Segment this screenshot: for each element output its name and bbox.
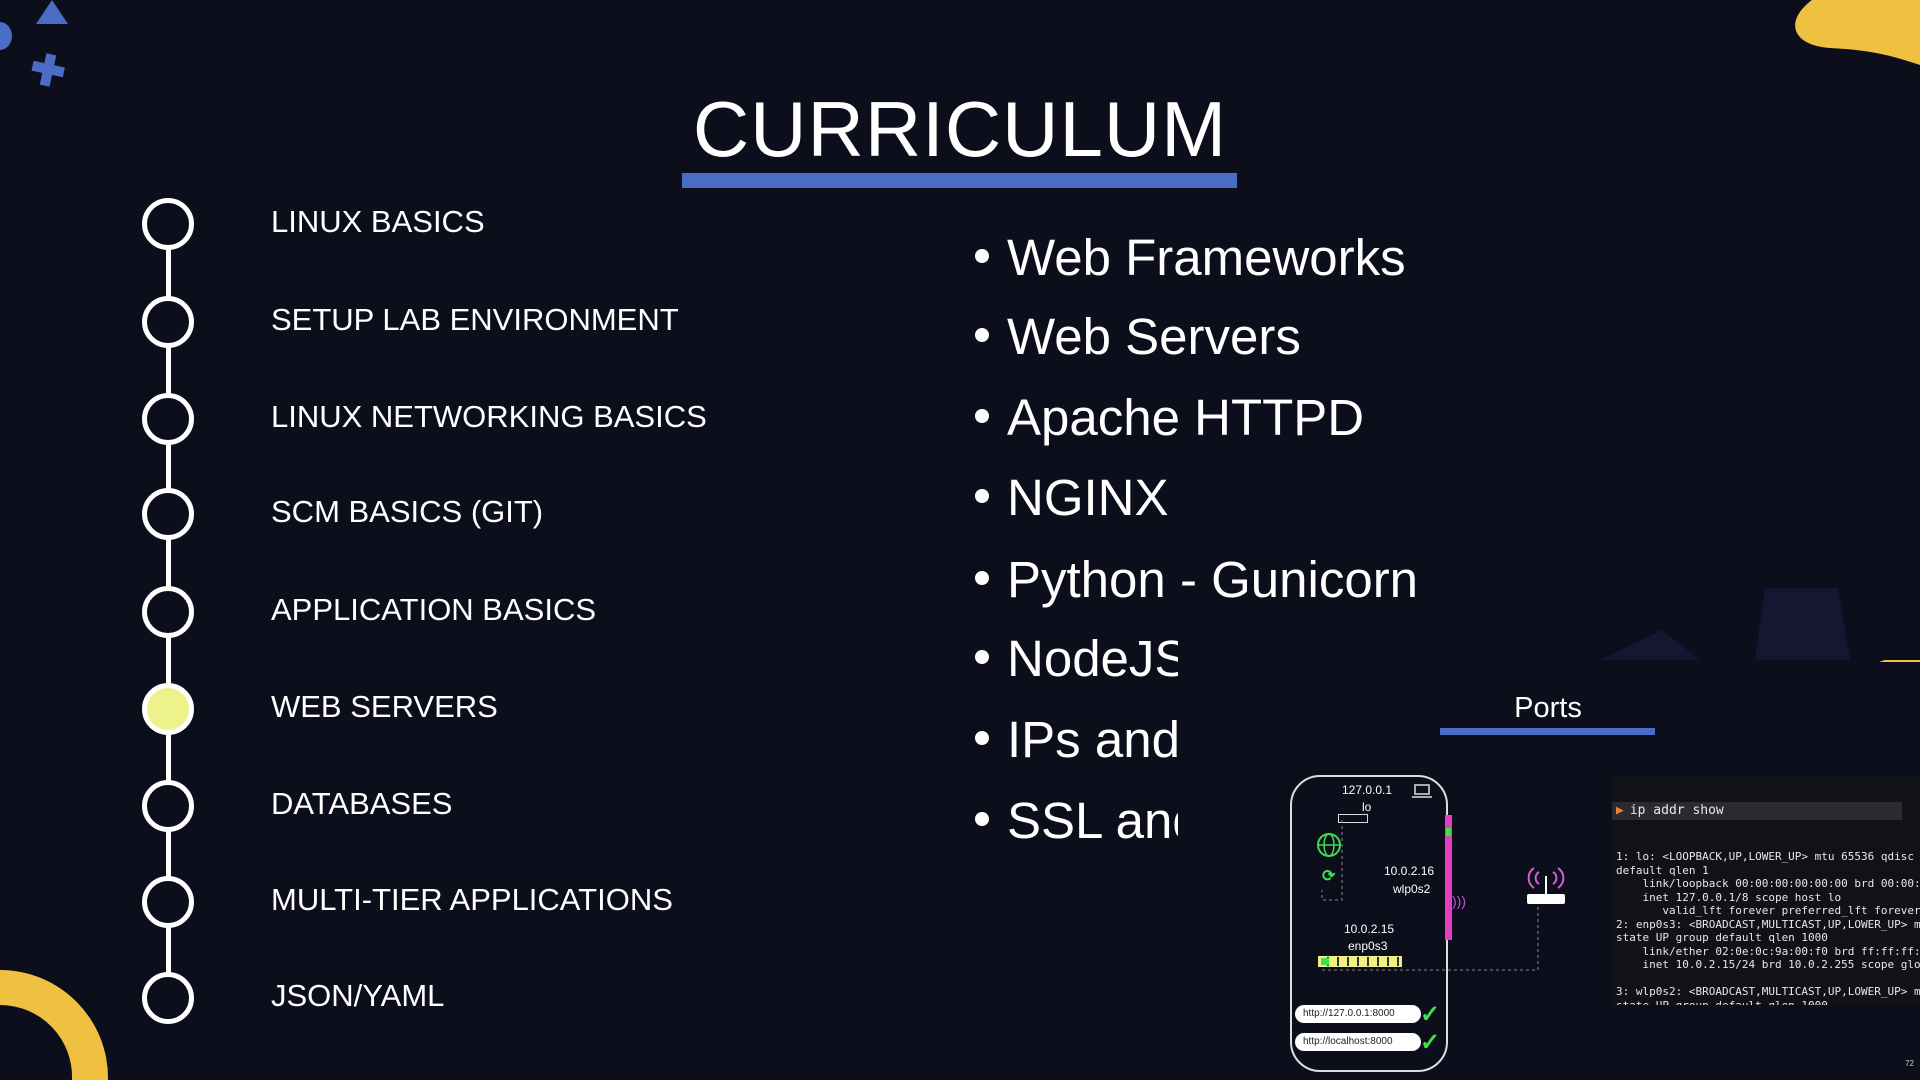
timeline-node	[142, 296, 194, 348]
timeline-node	[142, 876, 194, 928]
page-number: 72	[1905, 1059, 1914, 1068]
ports-underline	[1440, 728, 1655, 735]
router-icon	[1527, 867, 1565, 904]
terminal-line: inet 127.0.0.1/8 scope host lo	[1616, 890, 1842, 904]
enp-port-active	[1321, 958, 1329, 965]
timeline-node	[142, 198, 194, 250]
bullet-text: NGINX	[1007, 469, 1169, 526]
transition-mask	[1178, 640, 1378, 662]
bullet-item: NGINX	[975, 466, 1169, 530]
bullet-item: SSL and	[975, 789, 1201, 853]
bullet-text: Web Frameworks	[1007, 229, 1406, 286]
bullet-text: Python - Gunicorn	[1007, 551, 1419, 608]
mountain-shape	[1755, 588, 1850, 660]
bullet-dot	[975, 408, 989, 423]
bullet-dot	[975, 649, 989, 664]
check-icon: ✓	[1420, 1029, 1441, 1056]
prompt-arrow-icon: ▶	[1616, 803, 1624, 818]
timeline-node	[142, 488, 194, 540]
bullet-text: Apache HTTPD	[1007, 389, 1365, 446]
wlp-name: wlp0s2	[1393, 882, 1431, 896]
terminal-line: state UP group default qlen 1000	[1616, 931, 1828, 944]
terminal-line: link/loopback 00:00:00:00:00:00 brd 00:0…	[1642, 877, 1920, 890]
terminal-line: 1: lo: <LOOPBACK,UP,LOWER_UP> mtu 65536 …	[1616, 850, 1915, 863]
bullet-dot	[975, 488, 989, 503]
timeline-label: APPLICATION BASICS	[271, 592, 597, 627]
timeline-node	[142, 972, 194, 1024]
bullet-item: Python - Gunicorn	[975, 548, 1418, 612]
timeline-label: LINUX NETWORKING BASICS	[271, 399, 707, 434]
refresh-icon: ⟳	[1322, 868, 1336, 885]
lo-name: lo	[1362, 800, 1372, 814]
enp-ip: 10.0.2.15	[1344, 922, 1395, 936]
terminal-line	[1616, 972, 1916, 986]
terminal-line: valid_lft forever preferred_lft forever	[1616, 904, 1920, 917]
lo-interface	[1338, 814, 1368, 823]
enp-interface-bar	[1318, 956, 1402, 967]
check-icon: ✓	[1420, 1001, 1441, 1028]
url-loopback: http://127.0.0.1:8000	[1295, 1005, 1421, 1023]
page-title: CURRICULUM	[692, 85, 1228, 173]
bullet-text: IPs and	[1007, 711, 1180, 768]
timeline-node	[142, 683, 194, 735]
bullet-dot	[975, 730, 989, 745]
yellow-ring-bottom-left	[0, 970, 109, 1080]
bullet-dot	[975, 248, 989, 263]
terminal-command: ip addr show	[1629, 803, 1724, 818]
url-localhost: http://localhost:8000	[1295, 1033, 1421, 1051]
wlp-ip: 10.0.2.16	[1384, 864, 1435, 878]
terminal-line: default qlen 1	[1616, 863, 1709, 877]
timeline-label: SCM BASICS (GIT)	[271, 494, 544, 529]
timeline-node	[142, 393, 194, 445]
terminal-output: ▶ ip addr show 1: lo: <LOOPBACK,UP,LOWER_…	[1612, 775, 1920, 1005]
wlp-port-active	[1446, 828, 1451, 836]
timeline-label: JSON/YAML	[271, 978, 445, 1013]
bullet-dot	[975, 327, 989, 342]
mountain-shape	[1600, 630, 1700, 660]
terminal-line: 3: wlp0s2: <BROADCAST,MULTICAST,UP,LOWER…	[1616, 985, 1920, 998]
timeline-label: DATABASES	[271, 786, 453, 821]
timeline-label: MULTI-TIER APPLICATIONS	[271, 882, 673, 917]
laptop-icon	[1412, 784, 1432, 798]
bullet-text: SSL and	[1007, 792, 1201, 849]
wireless-signal-icon: )))	[1452, 893, 1466, 909]
enp-name: enp0s3	[1348, 939, 1388, 953]
timeline-label: LINUX BASICS	[271, 204, 485, 239]
bullet-dot	[975, 811, 989, 826]
terminal-line: 2: enp0s3: <BROADCAST,MULTICAST,UP,LOWER…	[1616, 917, 1920, 931]
plus-decoration	[31, 53, 65, 87]
timeline-label: WEB SERVERS	[271, 689, 498, 724]
terminal-line: inet 10.0.2.15/24 brd 10.0.2.255 scope g…	[1616, 958, 1920, 971]
half-circle-decoration	[0, 22, 12, 50]
wlp-interface-bar	[1445, 815, 1452, 940]
yellow-blob-top-right	[1795, 0, 1920, 65]
terminal-line: link/ether 02:0e:0c:9a:00:f0 brd ff:ff:f…	[1642, 944, 1920, 958]
globe-icon	[1317, 833, 1341, 857]
bullet-item: Web Servers	[975, 305, 1301, 369]
bullet-text: Web Servers	[1007, 308, 1301, 365]
timeline-node	[142, 586, 194, 638]
triangle-decoration	[36, 0, 68, 24]
bullet-item: IPs and	[975, 708, 1180, 772]
ports-title: Ports	[1514, 692, 1582, 724]
title-underline	[682, 173, 1237, 188]
lo-ip: 127.0.0.1	[1342, 783, 1393, 797]
bullet-dot	[975, 570, 989, 585]
bullet-item: Web Frameworks	[975, 226, 1406, 290]
timeline-node	[142, 780, 194, 832]
terminal-command-bar: ▶ ip addr show	[1612, 802, 1902, 820]
bullet-item: Apache HTTPD	[975, 386, 1364, 450]
timeline-label: SETUP LAB ENVIRONMENT	[271, 302, 679, 337]
terminal-line: state UP group default qlen 1000	[1616, 998, 1828, 1006]
connection-lines	[1321, 820, 1539, 971]
